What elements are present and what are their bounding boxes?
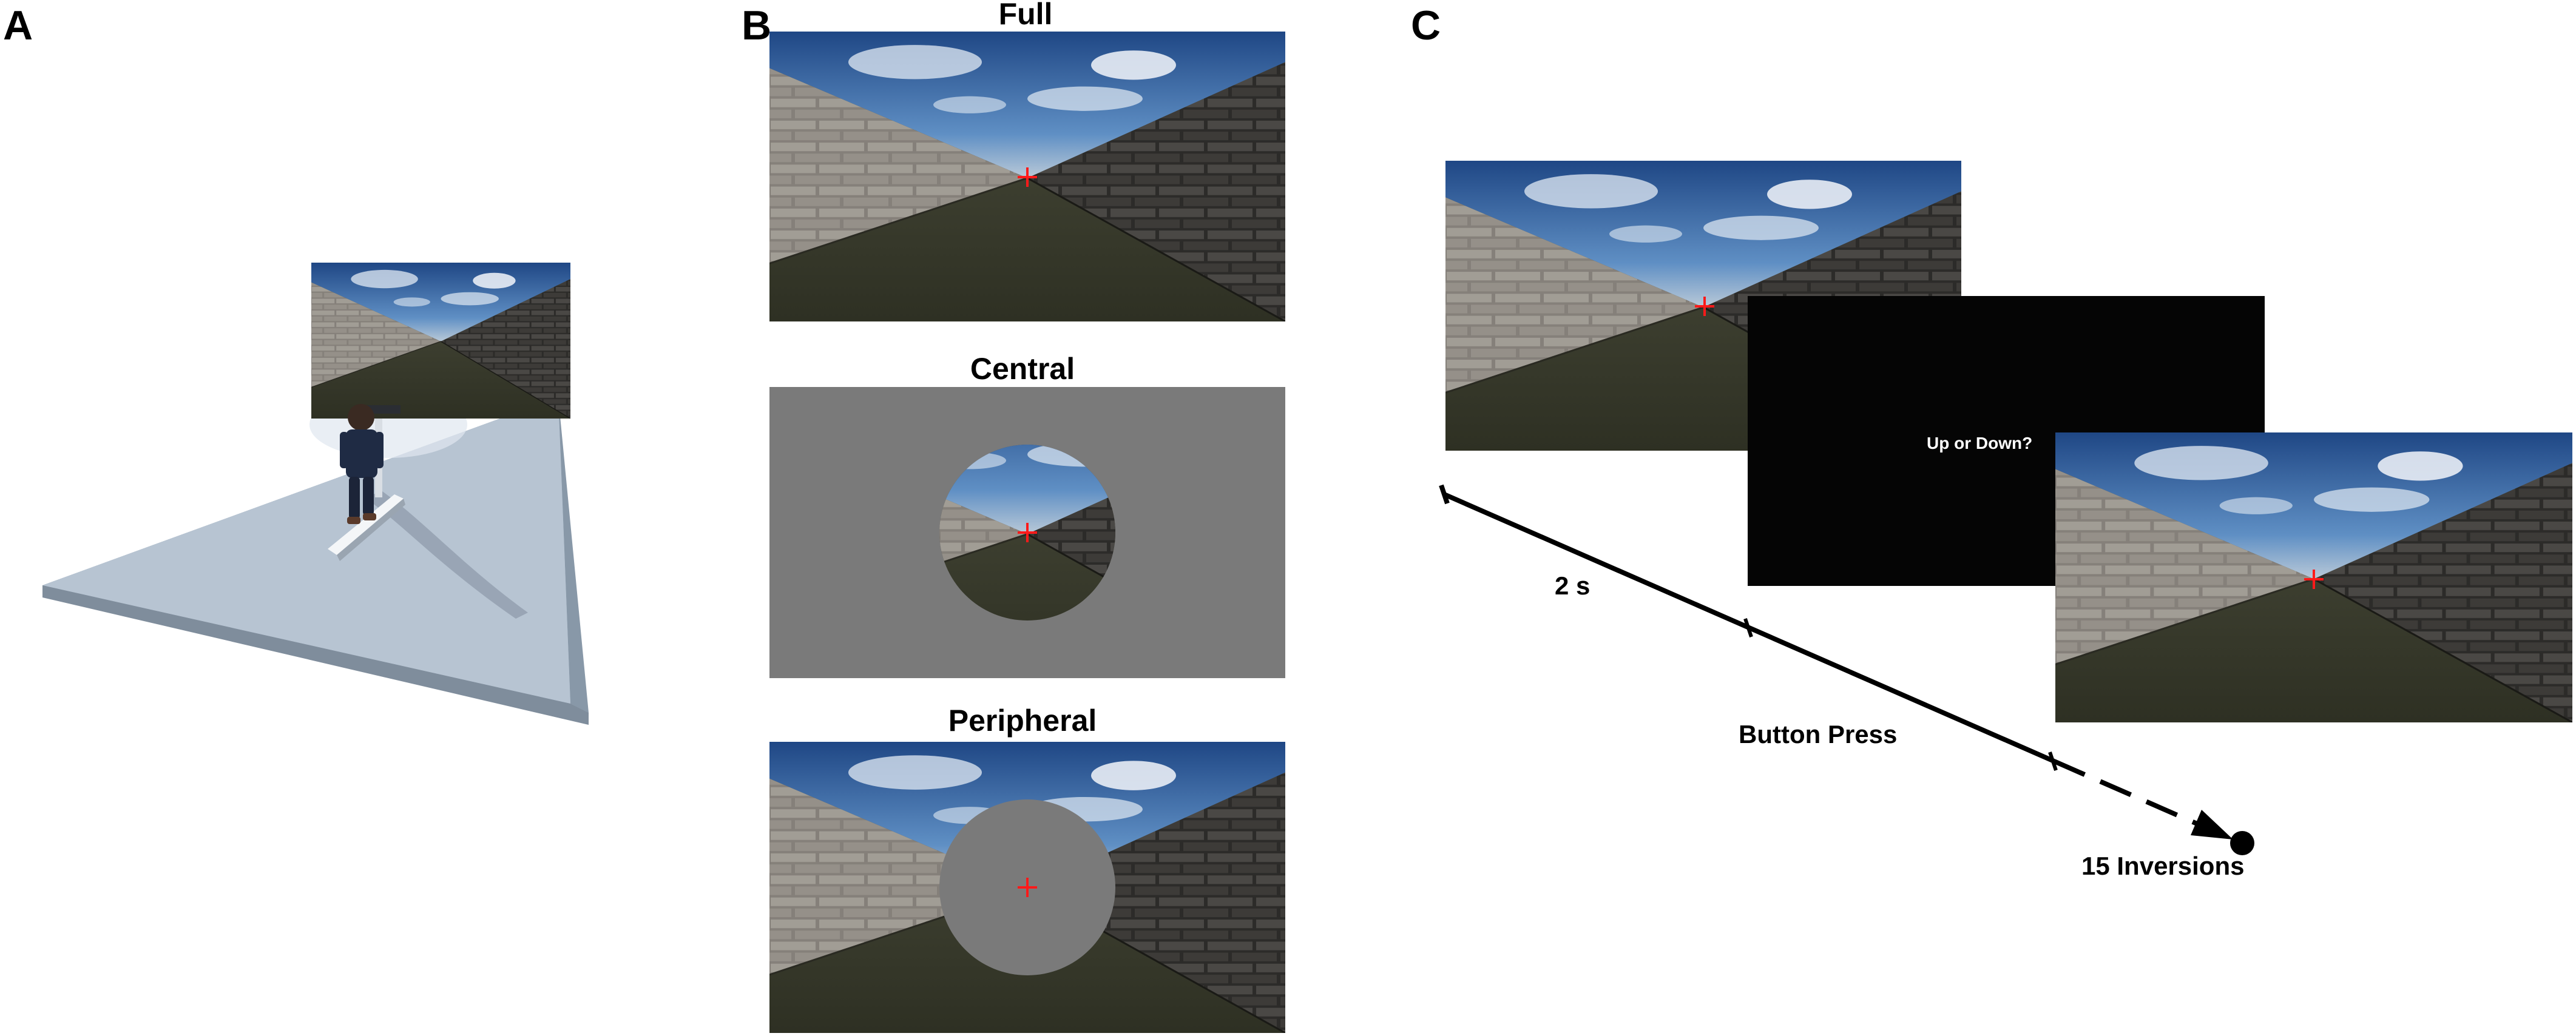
arrowhead-icon xyxy=(2191,810,2233,839)
timeline-tick-start xyxy=(1439,484,1450,505)
panel-label-a: A xyxy=(3,2,33,49)
panel-label-c: C xyxy=(1411,2,1441,49)
timeline-end-label: 15 Inversions xyxy=(2081,852,2244,880)
runner-shadow xyxy=(364,491,528,619)
scene-screen-a xyxy=(311,263,570,419)
platform-front-edge xyxy=(42,585,589,725)
response-prompt: Up or Down? xyxy=(1927,434,2032,452)
platform-top xyxy=(42,397,570,704)
end-marker xyxy=(2230,831,2254,855)
timeline-tick-1 xyxy=(1743,618,1753,637)
panel-a: A xyxy=(3,2,589,725)
condition-label-central: Central xyxy=(970,352,1075,386)
panel-c: C Up or Down? 2 s Button Press 15 Invers… xyxy=(1411,2,2572,880)
condition-label-peripheral: Peripheral xyxy=(948,704,1097,738)
timeline-response-label: Button Press xyxy=(1739,720,1897,748)
condition-label-full: Full xyxy=(999,0,1053,31)
timeline-dashed-extension xyxy=(2053,759,2216,834)
panel-label-b: B xyxy=(742,2,771,49)
timeline-duration-label: 2 s xyxy=(1555,571,1590,600)
timeline-tick-2 xyxy=(2048,752,2058,771)
panel-b: B Full Central Peripheral xyxy=(742,0,1285,1033)
runner-figure-icon xyxy=(340,404,384,524)
treadmill-icon xyxy=(328,405,405,561)
